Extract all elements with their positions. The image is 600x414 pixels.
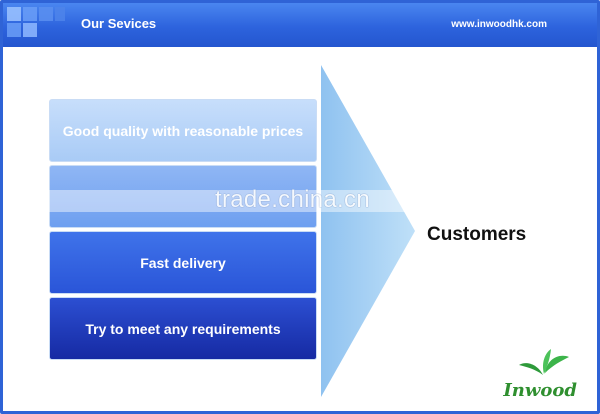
decorative-square xyxy=(23,7,37,21)
decorative-square xyxy=(55,7,65,21)
logo-wordmark: Inwood xyxy=(503,380,577,401)
service-box-2 xyxy=(49,165,317,228)
watermark-band xyxy=(3,190,597,212)
decorative-square xyxy=(7,23,21,37)
target-label-customers: Customers xyxy=(427,224,527,245)
website-label: www.inwoodhk.com xyxy=(451,19,547,30)
service-box-delivery: Fast delivery xyxy=(49,231,317,294)
decorative-square xyxy=(23,23,37,37)
watermark-text: trade.china.cn xyxy=(215,186,370,213)
leaf-icon xyxy=(519,349,569,375)
arrow-diagram xyxy=(321,65,415,397)
decorative-square xyxy=(7,7,21,21)
service-box-requirements: Try to meet any requirements xyxy=(49,297,317,360)
decorative-square xyxy=(39,7,53,21)
header-bar: Our Sevices www.inwoodhk.com xyxy=(3,3,597,47)
service-label-requirements: Try to meet any requirements xyxy=(85,320,281,337)
service-box-quality: Good quality with reasonable prices xyxy=(49,99,317,162)
chevron-arrow xyxy=(321,65,415,397)
page-title: Our Sevices xyxy=(81,16,157,31)
service-label-quality: Good quality with reasonable prices xyxy=(62,122,304,139)
service-label-delivery: Fast delivery xyxy=(140,254,226,271)
